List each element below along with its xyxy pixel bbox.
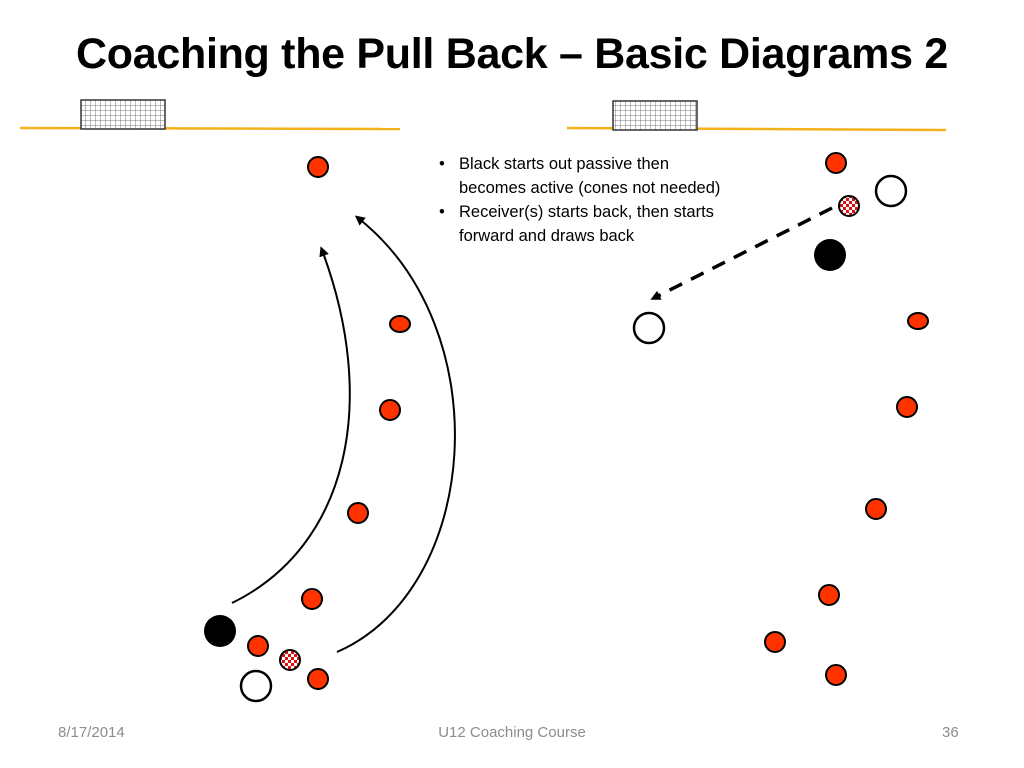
active-player-icon xyxy=(814,239,846,271)
ball-icon xyxy=(279,649,301,671)
note-item: Black starts out passive then becomes ac… xyxy=(437,152,727,200)
right-diagram xyxy=(566,100,947,686)
receiver-player-icon xyxy=(632,311,666,345)
footer-date: 8/17/2014 xyxy=(58,724,125,741)
goal-icon xyxy=(80,99,166,130)
run-arrow-outer xyxy=(336,215,456,653)
slide-title: Coaching the Pull Back – Basic Diagrams … xyxy=(76,30,948,78)
left-diagram xyxy=(19,99,456,703)
passive-player-icon xyxy=(874,174,908,208)
run-arrow-inner xyxy=(231,246,351,604)
drill-notes: Black starts out passive then becomes ac… xyxy=(437,152,727,248)
cone-icon xyxy=(247,156,411,690)
passive-player-icon xyxy=(239,669,273,703)
ball-icon xyxy=(838,195,860,217)
cone-icon xyxy=(764,152,929,686)
goal-icon xyxy=(612,100,698,131)
note-item: Receiver(s) starts back, then starts for… xyxy=(437,200,727,248)
active-player-icon xyxy=(204,615,236,647)
pass-arrow xyxy=(650,206,833,300)
footer-page-number: 36 xyxy=(942,724,959,741)
goal-line xyxy=(19,126,401,131)
footer-course: U12 Coaching Course xyxy=(438,724,586,741)
